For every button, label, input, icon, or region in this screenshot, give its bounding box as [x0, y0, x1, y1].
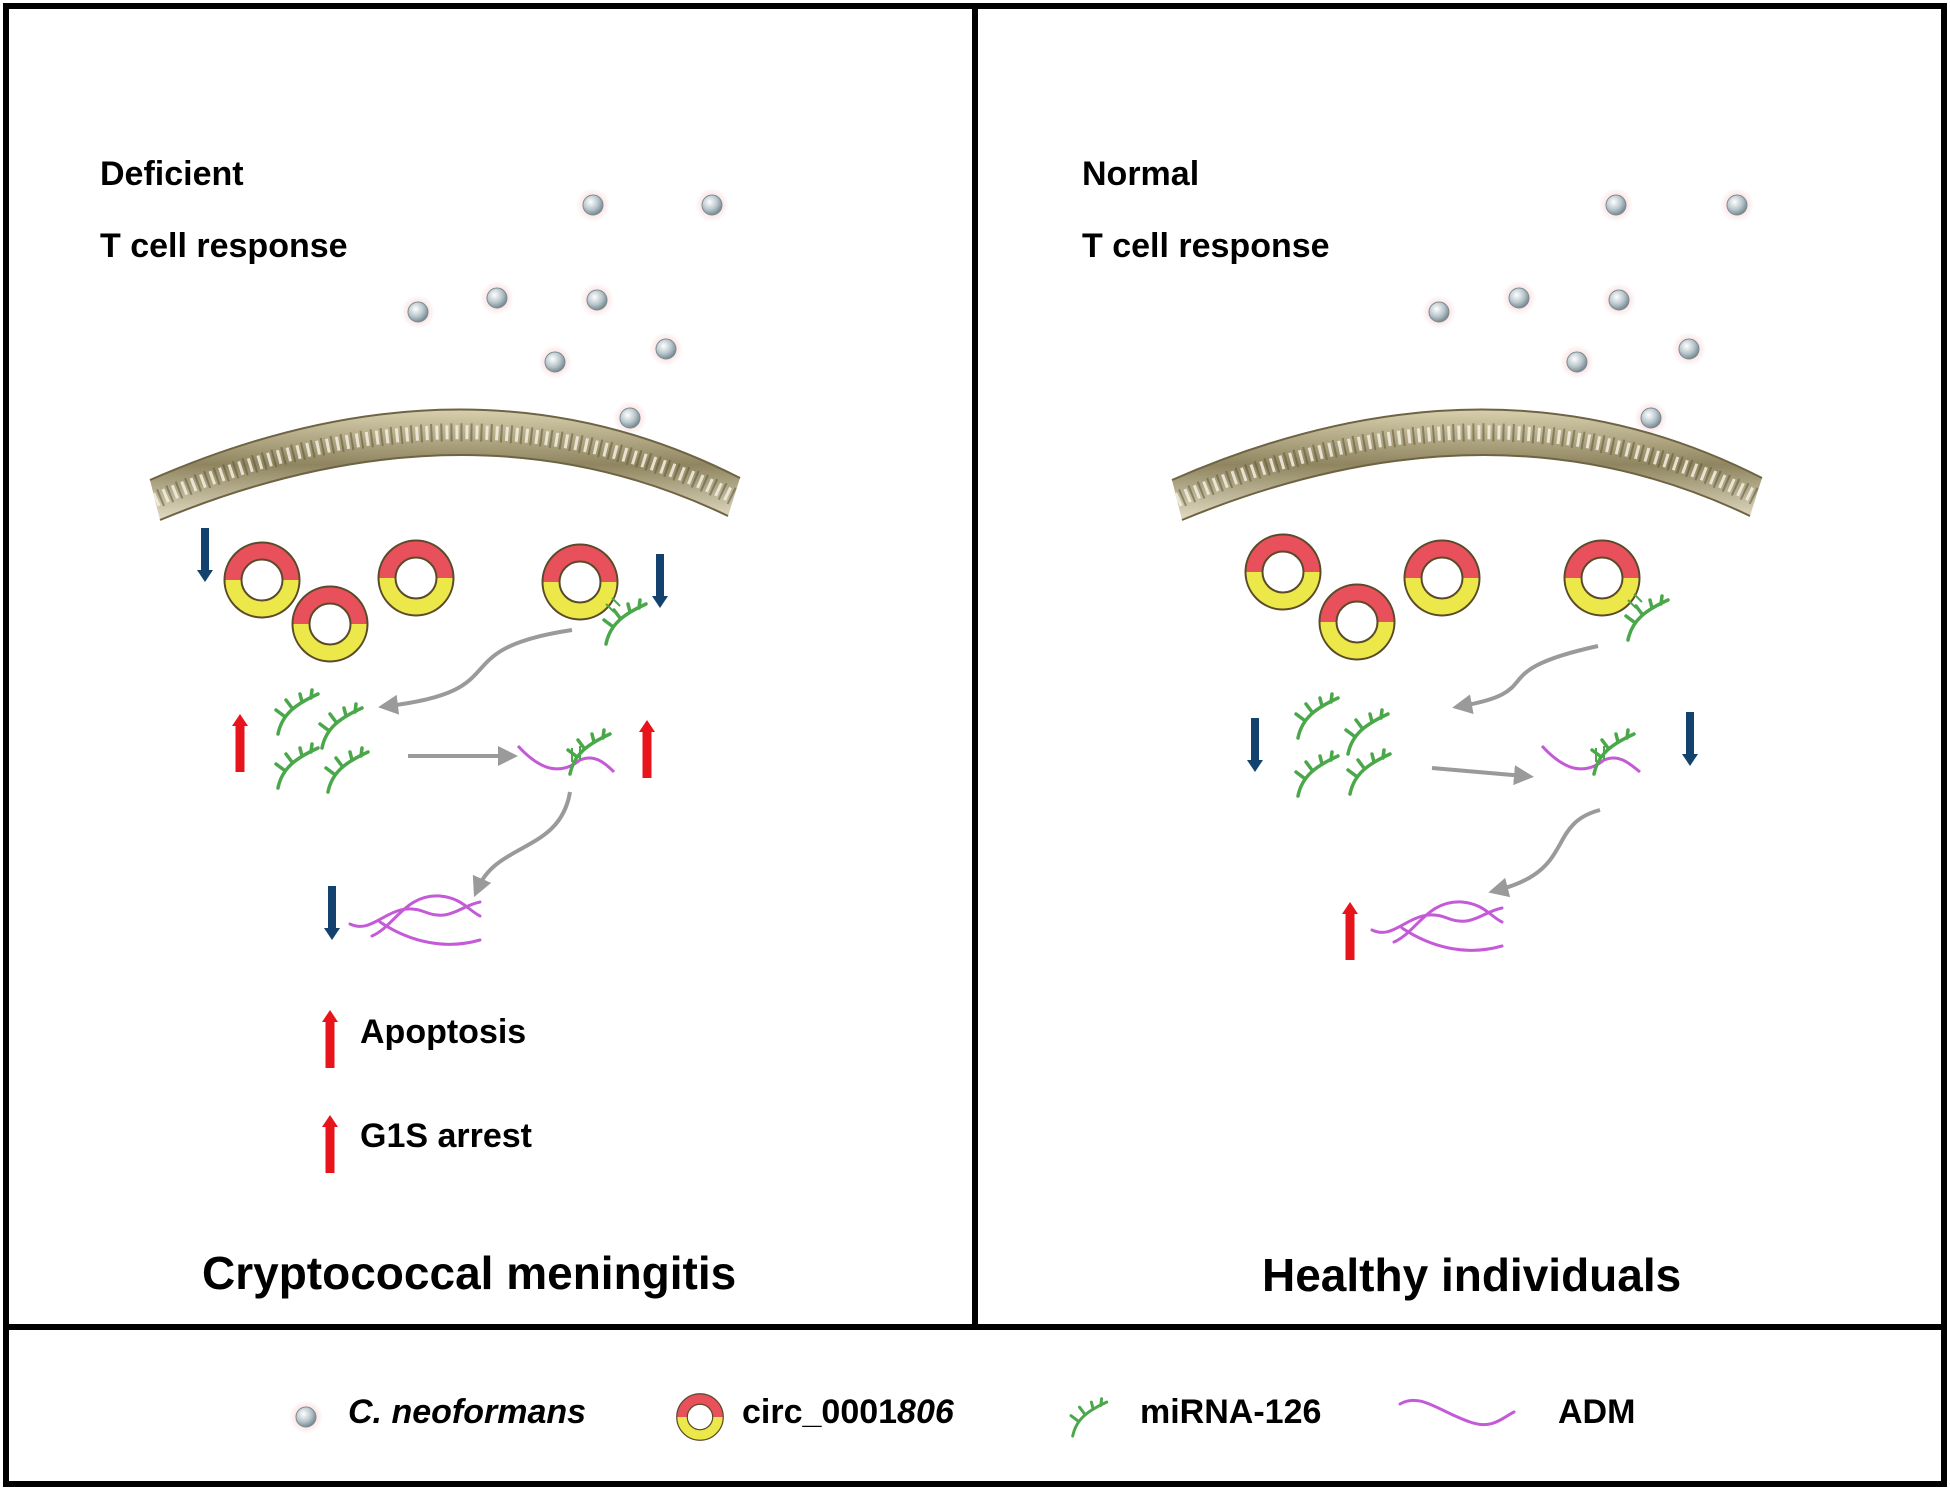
mirna-icon [318, 702, 364, 750]
flow-arrow [1452, 644, 1599, 715]
down-arrow-icon [1247, 718, 1263, 772]
down-arrow-icon [197, 528, 213, 582]
cell-membrane-icon [150, 409, 740, 520]
mirna-icon [1294, 692, 1340, 740]
cell-membrane-icon [1172, 409, 1762, 520]
circrna-ring-icon [682, 1399, 718, 1435]
legend [288, 1397, 1516, 1438]
c-neoformans-cell-icon [1421, 294, 1457, 330]
panel-frame [3, 3, 1947, 1487]
c-neoformans-cell-icon [400, 294, 436, 330]
legend-circrna-label: circ_0001806 [742, 1392, 954, 1432]
c-neoformans-cell-icon [579, 282, 615, 318]
circrna-ring-icon [551, 553, 609, 611]
up-arrow-icon [1342, 902, 1358, 960]
condition-line2: T cell response [1082, 227, 1330, 265]
mirna-icon [602, 598, 648, 646]
c-neoformans-cell-icon [537, 344, 573, 380]
circrna-ring-icon [1413, 549, 1471, 607]
mirna-icon [1294, 750, 1340, 798]
mirna-icon [274, 742, 320, 790]
circrna-ring-icon [387, 549, 445, 607]
c-neoformans-cell-icon [1671, 331, 1707, 367]
mirna-icon [1346, 748, 1392, 796]
circrna-ring-icon [233, 551, 291, 609]
circrna-ring-icon [1254, 543, 1312, 601]
effect-label: G1S arrest [360, 1117, 532, 1155]
adm-mrna-icon [1370, 900, 1504, 952]
legend-circrna-prefix: circ_0001 [742, 1393, 898, 1431]
c-neoformans-cell-icon [575, 187, 611, 223]
legend-fungus-label: C. neoformans [348, 1393, 587, 1431]
legend-circrna-suffix: 806 [897, 1393, 954, 1431]
flow-arrow [472, 791, 572, 898]
right-panel [1172, 187, 1762, 960]
mirna-icon [566, 728, 612, 776]
c-neoformans-cell-icon [648, 331, 684, 367]
mirna-icon [1590, 728, 1636, 776]
mirna-adm-complex [1540, 728, 1641, 776]
c-neoformans-cell-icon [1501, 280, 1537, 316]
condition-line2: T cell response [100, 227, 348, 265]
c-neoformans-cell-icon [479, 280, 515, 316]
mirna-cluster [274, 688, 370, 794]
circrna-ring-icon [301, 595, 359, 653]
c-neoformans-cell-icon [1601, 282, 1637, 318]
c-neoformans-cell-icon [1719, 187, 1755, 223]
c-neoformans-cell-icon [694, 187, 730, 223]
adm-mrna-icon [1398, 1398, 1516, 1427]
condition-line1: Normal [1082, 155, 1200, 193]
c-neoformans-cell-icon [1559, 344, 1595, 380]
panel-title: Cryptococcal meningitis [202, 1247, 737, 1299]
condition-line1: Deficient [100, 155, 244, 193]
left-panel [150, 187, 740, 1173]
effect-label: Apoptosis [360, 1013, 527, 1051]
circrna-ring-icon [1328, 593, 1386, 651]
mirna-icon [324, 746, 370, 794]
up-arrow-icon [232, 714, 248, 772]
binding-lines [1627, 593, 1643, 609]
down-arrow-icon [324, 886, 340, 940]
c-neoformans-cell-icon [288, 1399, 324, 1435]
adm-mrna-icon [348, 894, 482, 946]
up-arrow-icon [639, 720, 655, 778]
up-arrow-icon [322, 1115, 338, 1173]
down-arrow-icon [652, 554, 668, 608]
up-arrow-icon [322, 1010, 338, 1068]
down-arrow-icon [1682, 712, 1698, 766]
c-neoformans-cells [400, 187, 730, 436]
legend-adm-label: ADM [1558, 1393, 1636, 1431]
flow-arrow [1431, 765, 1534, 786]
legend-mirna-label: miRNA-126 [1140, 1393, 1322, 1431]
c-neoformans-cell-icon [1598, 187, 1634, 223]
panel-title: Healthy individuals [1262, 1249, 1682, 1301]
binding-lines [605, 597, 621, 613]
circrna-ring-icon [1573, 549, 1631, 607]
mirna-adm-complex [516, 728, 616, 776]
mirna-icon [1624, 594, 1670, 642]
mirna-icon [1069, 1397, 1109, 1438]
flow-arrow [1488, 808, 1601, 898]
mirna-icon [1344, 708, 1390, 756]
mirna-cluster [1294, 692, 1392, 798]
mirna-icon [274, 688, 320, 736]
c-neoformans-cells [1421, 187, 1755, 436]
flow-arrow [378, 628, 573, 715]
